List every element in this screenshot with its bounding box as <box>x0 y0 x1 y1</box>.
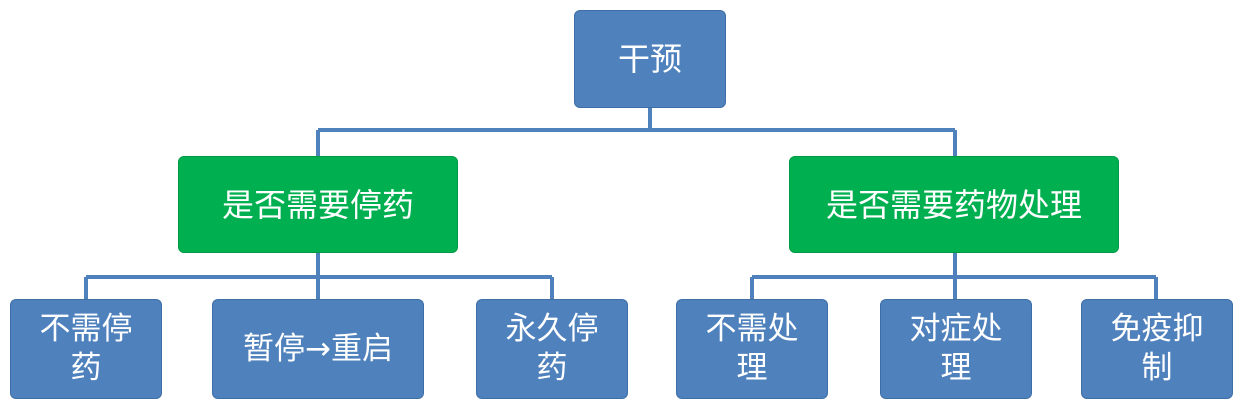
branch-node-stop-drug: 是否需要停药 <box>178 156 458 253</box>
leaf-node-no-stop: 不需停药 <box>10 299 162 399</box>
leaf-node-permanent-stop: 永久停药 <box>476 299 628 399</box>
leaf-node-label: 暂停→重启 <box>243 330 393 367</box>
branch-node-drug-treatment: 是否需要药物处理 <box>789 156 1119 253</box>
leaf-node-pause-restart: 暂停→重启 <box>212 299 424 399</box>
leaf-node-immunosuppression: 免疫抑制 <box>1081 299 1233 399</box>
root-node-label: 干预 <box>617 40 682 78</box>
leaf-node-label: 永久停药 <box>505 311 599 386</box>
leaf-node-label: 不需处理 <box>705 311 799 386</box>
connector-root <box>316 108 957 158</box>
leaf-node-label: 不需停药 <box>39 311 133 386</box>
leaf-node-label: 免疫抑制 <box>1110 311 1204 386</box>
branch-node-label: 是否需要停药 <box>221 185 414 224</box>
leaf-node-symptomatic-treatment: 对症处理 <box>880 299 1032 399</box>
leaf-node-no-treatment: 不需处理 <box>676 299 828 399</box>
connector-branch-2 <box>750 253 1158 300</box>
root-node: 干预 <box>574 10 726 108</box>
branch-node-label: 是否需要药物处理 <box>825 185 1082 224</box>
leaf-node-label: 对症处理 <box>909 311 1003 386</box>
connector-branch-1 <box>84 253 554 300</box>
